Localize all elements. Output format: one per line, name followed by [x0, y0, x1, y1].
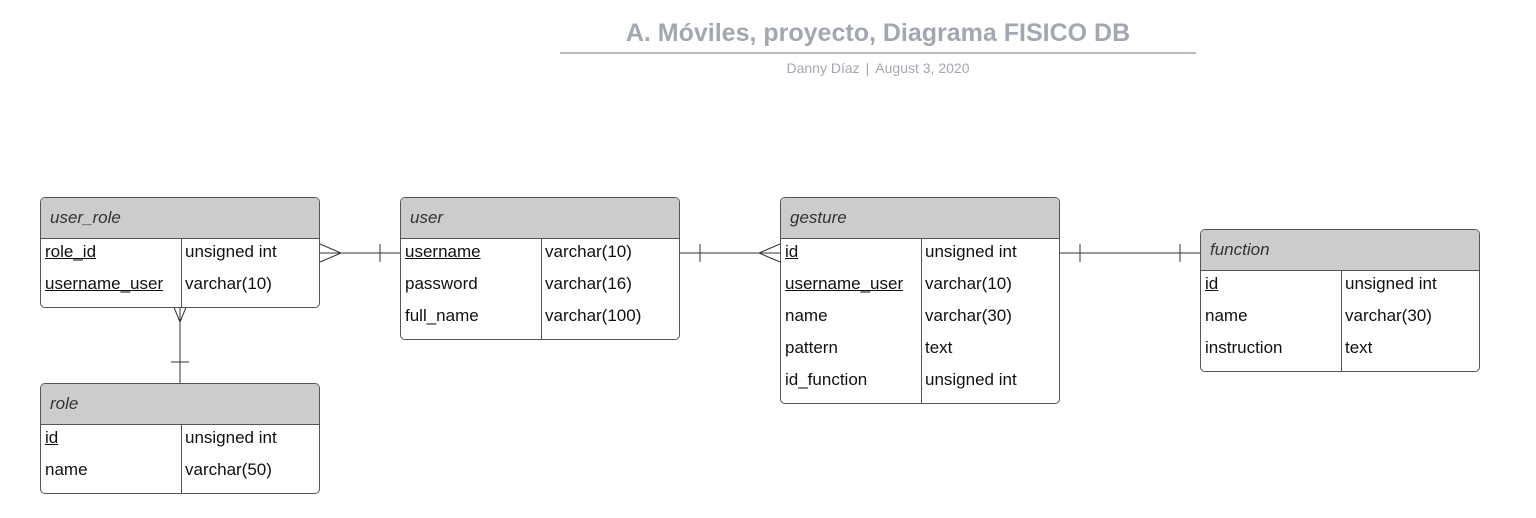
title-underline — [560, 52, 1196, 54]
entity-rows: id unsigned int name varchar(50) — [41, 425, 319, 493]
field-type: text — [925, 338, 953, 357]
author-name: Danny Díaz — [786, 60, 860, 76]
entity-user_role[interactable]: user_role role_id unsigned int username_us… — [40, 197, 320, 308]
entity-role[interactable]: role id unsigned int name varchar(50) — [40, 383, 320, 494]
key-field-name: username — [405, 242, 481, 261]
table-row: name varchar(50) — [41, 458, 319, 490]
entity-rows: id unsigned int username_user varchar(10) na… — [781, 239, 1059, 403]
field-type: unsigned int — [185, 428, 277, 447]
field-type: varchar(10) — [185, 274, 272, 293]
field-type: varchar(10) — [545, 242, 632, 261]
table-row: id unsigned int — [1201, 272, 1479, 304]
field-name: name — [1205, 306, 1248, 325]
table-row: id unsigned int — [41, 426, 319, 458]
entity-title: role — [41, 384, 319, 425]
table-row: id unsigned int — [781, 240, 1059, 272]
entity-user[interactable]: user username varchar(10) password varchar(… — [400, 197, 680, 340]
field-type: varchar(30) — [925, 306, 1012, 325]
field-type: unsigned int — [185, 242, 277, 261]
table-row: username_user varchar(10) — [41, 272, 319, 304]
entity-rows: id unsigned int name varchar(30) instruction… — [1201, 271, 1479, 371]
entity-rows: role_id unsigned int username_user varchar(… — [41, 239, 319, 307]
field-type: varchar(50) — [185, 460, 272, 479]
table-row: username varchar(10) — [401, 240, 679, 272]
field-type: unsigned int — [1345, 274, 1437, 293]
field-type: varchar(30) — [1345, 306, 1432, 325]
field-name: full_name — [405, 306, 479, 325]
entity-title: function — [1201, 230, 1479, 271]
diagram-date: August 3, 2020 — [875, 60, 970, 76]
table-row: pattern text — [781, 336, 1059, 368]
table-row: username_user varchar(10) — [781, 272, 1059, 304]
field-name: password — [405, 274, 478, 293]
entity-title: user — [401, 198, 679, 239]
field-type: unsigned int — [925, 242, 1017, 261]
page-title: A. Móviles, proyecto, Diagrama FISICO DB — [625, 19, 1131, 47]
field-name: name — [785, 306, 828, 325]
entity-function[interactable]: function id unsigned int name varchar(30) in… — [1200, 229, 1480, 372]
table-row: password varchar(16) — [401, 272, 679, 304]
table-row: role_id unsigned int — [41, 240, 319, 272]
field-type: unsigned int — [925, 370, 1017, 389]
table-row: name varchar(30) — [1201, 304, 1479, 336]
connector-user_role-user[interactable] — [319, 243, 400, 263]
table-row: id_function unsigned int — [781, 368, 1059, 400]
entity-title: gesture — [781, 198, 1059, 239]
key-field-name: id — [785, 242, 799, 261]
table-row: name varchar(30) — [781, 304, 1059, 336]
entity-title: user_role — [41, 198, 319, 239]
field-type: varchar(16) — [545, 274, 632, 293]
field-name: instruction — [1205, 338, 1283, 357]
key-field-name: id — [45, 428, 59, 447]
field-name: id_function — [785, 370, 868, 389]
table-row: full_name varchar(100) — [401, 304, 679, 336]
connector-user-gesture[interactable] — [680, 243, 781, 263]
table-row: instruction text — [1201, 336, 1479, 368]
connector-gesture-function[interactable] — [1060, 244, 1200, 262]
connector-user_role-role[interactable] — [170, 299, 190, 383]
key-field-name: username_user — [45, 274, 164, 293]
key-field-name: username_user — [785, 274, 904, 293]
subtitle-separator: | — [865, 60, 870, 76]
key-field-name: id — [1205, 274, 1219, 293]
field-type: varchar(10) — [925, 274, 1012, 293]
field-name: name — [45, 460, 88, 479]
field-name: pattern — [785, 338, 838, 357]
page-subtitle: Danny Díaz | August 3, 2020 — [560, 59, 1196, 77]
key-field-name: role_id — [45, 242, 97, 261]
field-type: varchar(100) — [545, 306, 642, 325]
field-type: text — [1345, 338, 1373, 357]
entity-rows: username varchar(10) password varchar(16) fu… — [401, 239, 679, 339]
